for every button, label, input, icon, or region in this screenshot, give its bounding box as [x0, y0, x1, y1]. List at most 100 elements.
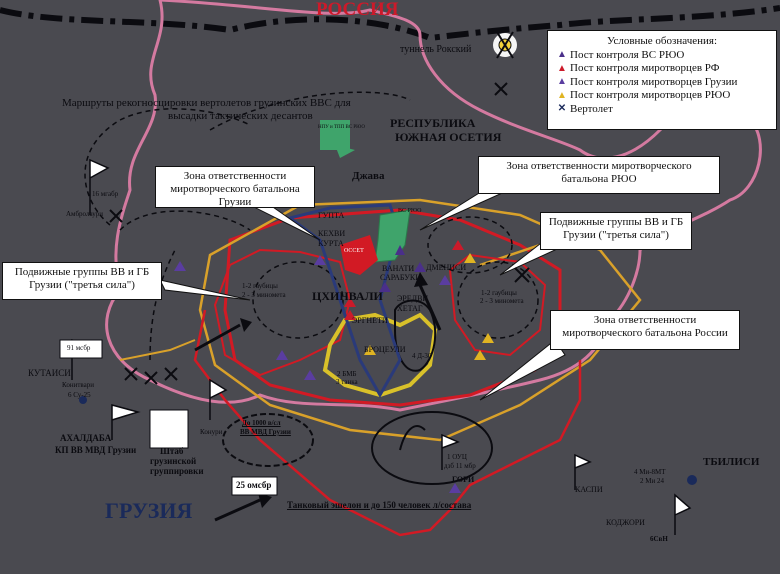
label-vanati: ВАНАТИ: [382, 264, 415, 273]
label-csn: 6СвН: [650, 535, 668, 543]
legend-title: Условные обозначения:: [606, 35, 718, 47]
triangle-icon: ▲: [557, 76, 567, 88]
helicopter-markers: [109, 82, 530, 385]
label-gupta: ГУПТА: [318, 211, 345, 220]
dashed-zone-north: [427, 216, 513, 274]
label-tbilisi: ТБИЛИСИ: [703, 456, 760, 468]
legend-item: ▲ Пост контроля миротворцев РФ: [554, 62, 770, 76]
gori-zone: [371, 411, 493, 485]
callout-ruo-zone: Зона ответственности миротворческого бат…: [478, 156, 720, 194]
label-ambrolauri: Амбролаури: [66, 210, 103, 218]
triangle-icon: ▲: [557, 89, 567, 101]
mbr91-box: [59, 339, 103, 359]
arrow-west-head: [240, 318, 252, 332]
label-upto1000-1: До 1000 в/сл: [242, 419, 281, 427]
orange-line-west: [119, 339, 196, 361]
label-routes-1: Маршруты рекогносцировки вертолетов груз…: [62, 97, 351, 109]
label-guns-left-1: 1-2 гаубицы: [242, 282, 278, 290]
label-ossi: ОССЕТ: [344, 248, 364, 254]
label-konitvari: Конитвари: [62, 381, 94, 389]
label-dmenisi: ДМЕНИСИ: [426, 263, 467, 272]
info-circle-tbilisi: [687, 475, 697, 485]
label-su25: 6 Су-25: [68, 391, 91, 399]
label-guns-right-2: 2 - 3 миномета: [480, 297, 524, 305]
helicopter-route-2: [119, 210, 251, 231]
label-mi8: 4 Ми-8МТ: [634, 468, 666, 476]
callout-georgia-pointer: [249, 204, 321, 241]
legend-item: ▲ Пост контроля миротворцев Грузии: [554, 75, 770, 89]
label-nfu: НПУ и ТПП ВС РЮО: [318, 125, 365, 130]
outer-red-loop: [193, 309, 582, 537]
arrow-north-head: [414, 272, 428, 287]
callout-third-left-pointer: [159, 279, 251, 301]
red-zone-polygon: [340, 235, 378, 275]
arrow-tank-echelon-head: [258, 493, 272, 508]
label-ergneti: ЭРГНЕТИ: [352, 316, 388, 325]
callout-georgia-zone: Зона ответственности миротворческого бат…: [155, 166, 315, 208]
label-kutaisi: КУТАИСИ: [28, 368, 71, 378]
label-tanks: 3 танка: [336, 378, 358, 386]
callout-russia-zone: Зона ответственности миротворческого бат…: [550, 310, 740, 350]
label-ouc-2: дзб 11 мбр: [444, 462, 476, 470]
label-south-ossetia: ЮЖНАЯ ОСЕТИЯ: [395, 130, 502, 144]
label-sarabuki: САРАБУКИ: [380, 273, 422, 282]
blue-zone-polygon: [286, 203, 402, 399]
label-tskhinvali: ЦХИНВАЛИ: [312, 289, 383, 303]
label-d30: 4 Д-30: [412, 352, 432, 360]
green-zone-polygon: [374, 209, 411, 263]
info-circle-konitvari: [79, 396, 87, 404]
helicopter-route-4: [209, 91, 411, 131]
legend-item: ✕ Вертолет: [554, 102, 770, 116]
right-red-zone: [448, 253, 547, 357]
label-mbr91: 91 мсбр: [67, 344, 91, 352]
helicopter-icon: ✕: [557, 103, 567, 115]
label-shtab-1: Штаб: [160, 446, 184, 456]
label-khetagurovo: ХЕТАГ: [397, 304, 423, 313]
legend-item-label: Пост контроля миротворцев РФ: [570, 62, 720, 75]
legend-item-label: Вертолет: [570, 102, 613, 115]
label-kojori: КОДЖОРИ: [606, 518, 645, 527]
triangle-icon: ▲: [557, 49, 567, 61]
label-vs-ruo: ВС РЮО: [398, 208, 422, 214]
checkpoint-markers: [174, 240, 494, 493]
omsbr25-box: [231, 476, 278, 496]
label-routes-2: высадки тактических десантов: [168, 110, 313, 122]
label-upto1000-2: ВВ МВД Грузии: [240, 428, 291, 436]
legend-item: ▲ Пост контроля ВС РЮО: [554, 48, 770, 62]
label-kp-vv: КП ВВ МВД Грузии: [55, 445, 137, 455]
dashed-zone-right: [457, 261, 539, 339]
java-unit-box: [320, 120, 350, 150]
label-shtab-3: группировки: [150, 466, 204, 476]
label-guns-left-2: 2 - 3 миномета: [242, 291, 286, 299]
label-georgia: ГРУЗИЯ: [105, 498, 193, 523]
legend: Условные обозначения: ▲ Пост контроля ВС…: [547, 30, 777, 130]
label-kurta: КУРТА: [318, 239, 344, 248]
arrow-tank-echelon: [214, 498, 261, 522]
legend-item: ▲ Пост контроля миротворцев РЮО: [554, 89, 770, 103]
label-mi24: 2 Ми 24: [640, 477, 664, 485]
tunnel-icon: [493, 31, 517, 59]
label-shtab-2: грузинской: [150, 456, 197, 466]
label-republic: РЕСПУБЛИКА: [390, 116, 476, 130]
label-konuri: Конури: [200, 428, 223, 436]
label-mbr16: 16 мгабр: [92, 190, 119, 198]
label-brotseuli: БРОЦЕУЛИ: [364, 345, 406, 354]
label-kekhvi: КЕХВИ: [318, 229, 346, 238]
orange-zone-outline: [198, 198, 642, 442]
label-tunnel: туннель Рокский: [400, 44, 472, 55]
legend-item-label: Пост контроля миротворцев Грузии: [570, 75, 738, 88]
callout-third-force-left: Подвижные группы ВВ и ГБ Грузии ("третья…: [2, 262, 162, 300]
arrow-west: [194, 323, 241, 352]
arrow-gori: [399, 425, 426, 451]
label-eredvi: ЭРЕДВИ: [397, 294, 429, 303]
brotseuli-zone: [322, 312, 438, 398]
label-ouc-1: 1 ОУЦ: [447, 453, 467, 461]
label-tank-echelon: Танковый эшелон и до 150 человек л/соста…: [287, 500, 472, 510]
label-kaspi: КАСПИ: [575, 485, 603, 494]
dashed-zone-left: [252, 261, 344, 339]
label-akhaldaba: АХАЛДАБА: [60, 433, 112, 443]
callout-third-force-right: Подвижные группы ВВ и ГБ Грузии ("третья…: [540, 212, 692, 250]
arrow-north: [418, 284, 442, 331]
